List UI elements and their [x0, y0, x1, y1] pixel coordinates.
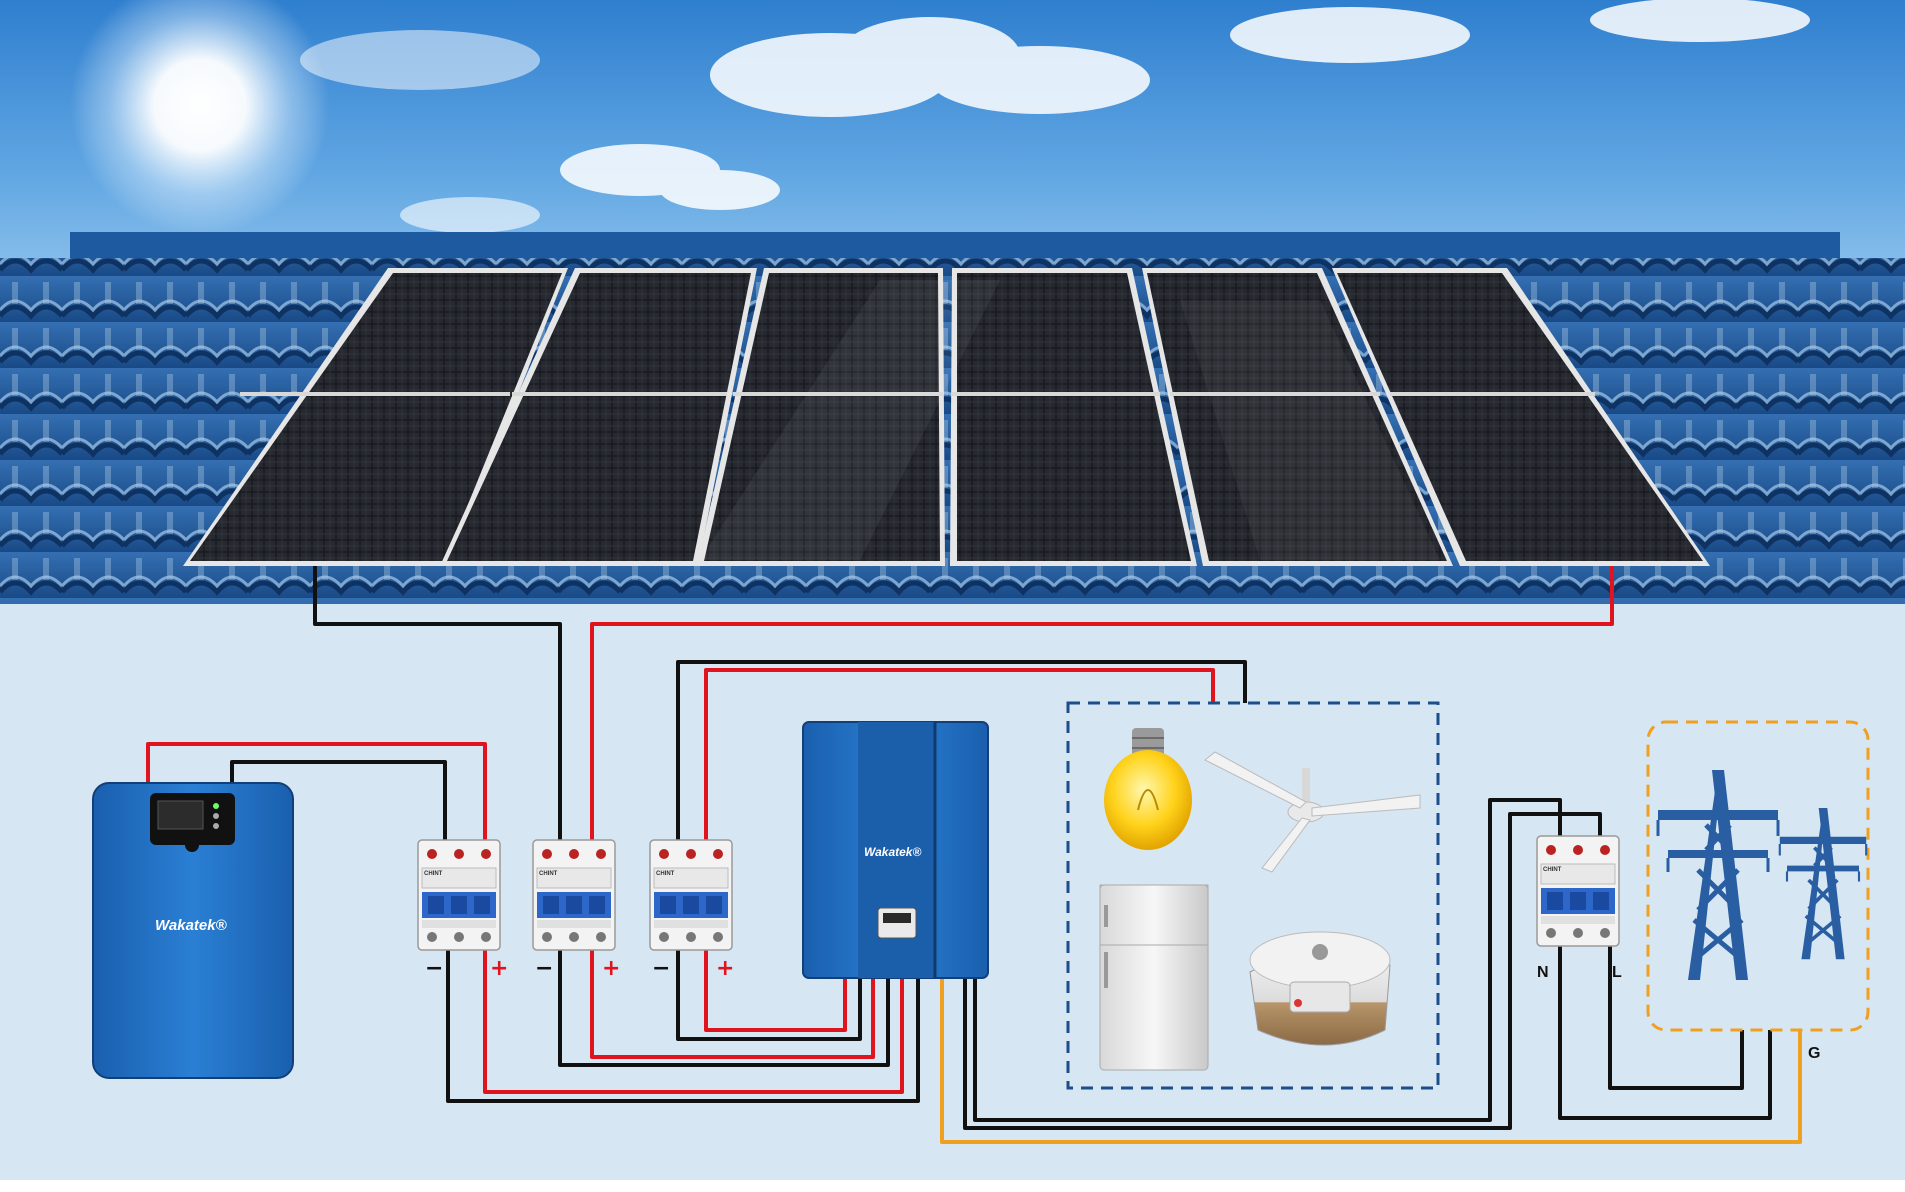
solar-panel-4	[950, 268, 1197, 566]
positive-label: +	[716, 956, 734, 981]
sun	[70, 0, 330, 235]
utility-grid: G	[1646, 720, 1870, 1062]
positive-label: +	[490, 956, 508, 981]
clouds	[300, 0, 1810, 233]
live-label: L	[1612, 964, 1622, 981]
wire-b3-negative	[676, 940, 862, 1041]
light-bulb-icon	[1104, 728, 1192, 850]
solar-panel-2	[440, 268, 757, 566]
wire-b3-positive	[704, 940, 847, 1032]
ceiling-fan-icon	[1204, 751, 1421, 873]
inverter-brand-label: Wakatek®	[864, 845, 921, 859]
breaker-brand-label: CHINT	[656, 871, 675, 877]
breaker-brand-label: CHINT	[424, 871, 443, 877]
wire-battery-positive	[146, 742, 487, 850]
wiring	[146, 566, 1802, 1144]
loads-group	[1066, 701, 1440, 1090]
wire-b1-positive	[483, 940, 904, 1094]
wire-ground	[940, 978, 1802, 1144]
wire-battery-negative	[230, 760, 447, 850]
wire-ac-l	[963, 812, 1602, 1130]
wire-load-negative	[676, 660, 1247, 850]
rice-cooker-icon	[1249, 931, 1391, 1046]
breaker-brand-label: CHINT	[539, 871, 558, 877]
dc-breaker-3: CHINT − +	[649, 839, 734, 981]
wire-panel-negative	[313, 566, 562, 850]
solar-panel-6	[1332, 268, 1710, 566]
solar-panel-1	[183, 268, 568, 566]
ground-label: G	[1808, 1045, 1820, 1062]
positive-label: +	[602, 956, 620, 981]
negative-label: −	[535, 956, 553, 981]
battery-pack: Wakatek®	[92, 782, 294, 1079]
wire-b2-positive	[590, 940, 875, 1059]
dc-breaker-2: CHINT − +	[532, 839, 620, 981]
wire-b2-negative	[558, 940, 890, 1067]
wire-grid-n	[1558, 938, 1772, 1120]
dc-breaker-1: CHINT − +	[417, 839, 508, 981]
solar-array	[183, 268, 1710, 566]
breaker-brand-label: CHINT	[1543, 867, 1562, 873]
wire-grid-l	[1608, 938, 1744, 1090]
solar-panel-5	[1142, 268, 1453, 566]
wire-panel-positive	[590, 566, 1614, 850]
wire-ac-n	[973, 798, 1562, 1122]
refrigerator-icon	[1099, 884, 1209, 1071]
hybrid-inverter: Wakatek®	[802, 721, 989, 979]
neutral-label: N	[1537, 964, 1549, 981]
ac-breaker: CHINT N L	[1536, 835, 1622, 981]
battery-brand-label: Wakatek®	[155, 917, 228, 934]
negative-label: −	[425, 956, 443, 981]
wire-b1-negative	[446, 940, 920, 1103]
solar-panel-3	[697, 268, 945, 566]
wire-load-positive	[704, 668, 1215, 850]
negative-label: −	[652, 956, 670, 981]
